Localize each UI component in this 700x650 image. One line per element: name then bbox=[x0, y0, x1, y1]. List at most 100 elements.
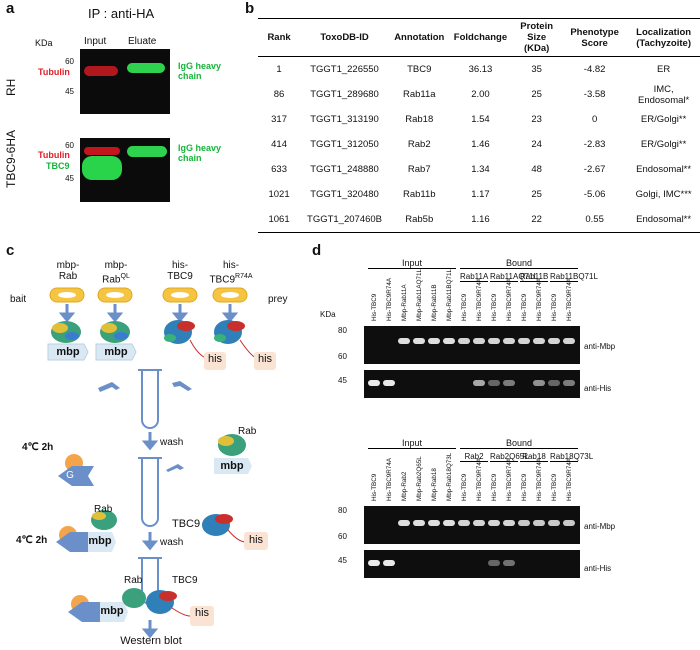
western-blot-label: Western blot bbox=[120, 635, 182, 647]
band bbox=[518, 338, 530, 344]
label-igg-rh: IgG heavy chain bbox=[178, 61, 222, 81]
table-cell: 1061 bbox=[258, 207, 301, 233]
table-cell: -5.06 bbox=[583, 189, 606, 200]
lane-label: Mbp-Rab11B bbox=[431, 284, 438, 321]
label-anti-mbp: anti-Mbp bbox=[584, 342, 616, 351]
panel-a-title: IP : anti-HA bbox=[88, 6, 155, 21]
results-table-wrap: Rank ToxoDB-ID Annotation Foldchange Pro… bbox=[258, 18, 700, 233]
protein-label-his-tbc9r74a: his-TBC9R74A bbox=[209, 260, 253, 286]
band bbox=[428, 338, 440, 344]
band bbox=[458, 520, 470, 526]
group-label: Rab11A bbox=[460, 272, 489, 282]
results-table: Rank ToxoDB-ID Annotation Foldchange Pro… bbox=[258, 18, 700, 233]
band bbox=[428, 520, 440, 526]
band bbox=[398, 338, 410, 344]
band bbox=[563, 520, 575, 526]
table-cell: TGGT1_248880 bbox=[310, 164, 379, 175]
th-annotation: Annotation bbox=[388, 18, 450, 57]
marker-60: 60 bbox=[65, 57, 74, 66]
panel-c-label: c bbox=[6, 242, 15, 259]
gel-anti-his bbox=[364, 370, 580, 398]
lane-label: His-TBC9R74A bbox=[506, 457, 513, 501]
label-anti-his: anti-His bbox=[584, 564, 612, 573]
tag-his-2: his bbox=[257, 353, 273, 365]
lane-label: His-TBC9R74A bbox=[536, 457, 543, 501]
table-cell: TGGT1_312050 bbox=[310, 139, 379, 150]
marker-60: 60 bbox=[338, 532, 347, 541]
group-label: Rab2Q65L bbox=[490, 452, 529, 462]
wash-label-1: wash bbox=[160, 437, 184, 448]
lane-label: His-TBC9 bbox=[491, 473, 498, 501]
tag-mbp-5: mbp bbox=[100, 605, 124, 617]
band bbox=[488, 520, 500, 526]
table-cell: 48 bbox=[531, 164, 542, 175]
table-cell: 23 bbox=[531, 114, 542, 125]
band bbox=[503, 520, 515, 526]
group-label: Rab11B bbox=[520, 272, 549, 282]
marker-60: 60 bbox=[338, 352, 347, 361]
step2-label: 4℃ 2h bbox=[16, 535, 48, 546]
lane-label: His-TBC9R74A bbox=[386, 277, 393, 321]
lane-label: His-TBC9R74A bbox=[566, 277, 573, 321]
band bbox=[368, 380, 380, 386]
band bbox=[563, 338, 575, 344]
table-cell: 1.16 bbox=[449, 207, 512, 233]
table-cell: TBC9 bbox=[407, 64, 432, 75]
marker-45: 45 bbox=[65, 87, 74, 96]
table-cell: -2.83 bbox=[583, 139, 606, 150]
table-cell: 22 bbox=[511, 207, 562, 233]
table-cell: 2.00 bbox=[471, 89, 490, 100]
table-cell: ER/Golgi** bbox=[640, 139, 687, 150]
table-cell: 1.54 bbox=[471, 114, 490, 125]
table-cell: Rab11b bbox=[402, 189, 436, 200]
tag-his-3: his bbox=[248, 534, 264, 546]
th-rank: Rank bbox=[258, 18, 301, 57]
lane-label: His-TBC9R74A bbox=[536, 277, 543, 321]
input-header: Input bbox=[368, 258, 456, 269]
lane-label: His-TBC9 bbox=[461, 473, 468, 501]
rab-label-3: Rab bbox=[124, 575, 143, 586]
kda-label: KDa bbox=[35, 38, 53, 48]
table-cell: 36.13 bbox=[468, 64, 493, 75]
lane-label: His-TBC9 bbox=[551, 473, 558, 501]
bead-g: G bbox=[66, 470, 74, 481]
label-anti-his: anti-His bbox=[584, 384, 612, 393]
table-cell: 1.17 bbox=[471, 189, 490, 200]
table-cell: 414 bbox=[271, 139, 287, 150]
rab-label-2: Rab bbox=[94, 504, 113, 515]
lane-label: His-TBC9 bbox=[521, 473, 528, 501]
band bbox=[443, 338, 455, 344]
panel-d-label: d bbox=[312, 242, 322, 259]
band bbox=[368, 560, 380, 566]
row-label-rh: RH bbox=[4, 78, 18, 96]
wash-label-2: wash bbox=[160, 537, 184, 548]
tbc9-protein-2 bbox=[214, 320, 245, 344]
band-igg-rh bbox=[127, 63, 165, 73]
band bbox=[548, 380, 560, 386]
blot-tbc9-6ha bbox=[80, 138, 170, 202]
band bbox=[488, 338, 500, 344]
lane-label: His-TBC9 bbox=[371, 293, 378, 321]
table-cell: TGGT1_320480 bbox=[310, 189, 379, 200]
band bbox=[398, 520, 410, 526]
band bbox=[413, 520, 425, 526]
label-tubulin-tbc9: Tubulin bbox=[38, 150, 70, 160]
label-tubulin-rh: Tubulin bbox=[38, 67, 70, 77]
protein-label-mbp-rabql: mbp-RabQL bbox=[102, 260, 130, 286]
gel-anti-mbp bbox=[364, 326, 580, 364]
prey-label: prey bbox=[268, 294, 288, 305]
band bbox=[473, 520, 485, 526]
band bbox=[488, 380, 500, 386]
lane-label: His-TBC9R74A bbox=[566, 457, 573, 501]
marker-45-b: 45 bbox=[65, 174, 74, 183]
band-tbc9 bbox=[82, 156, 122, 180]
marker-80: 80 bbox=[338, 326, 347, 335]
panel-a-label: a bbox=[6, 0, 15, 17]
lane-label: His-TBC9 bbox=[491, 293, 498, 321]
protein-label-his-tbc9: his-TBC9 bbox=[167, 260, 193, 282]
